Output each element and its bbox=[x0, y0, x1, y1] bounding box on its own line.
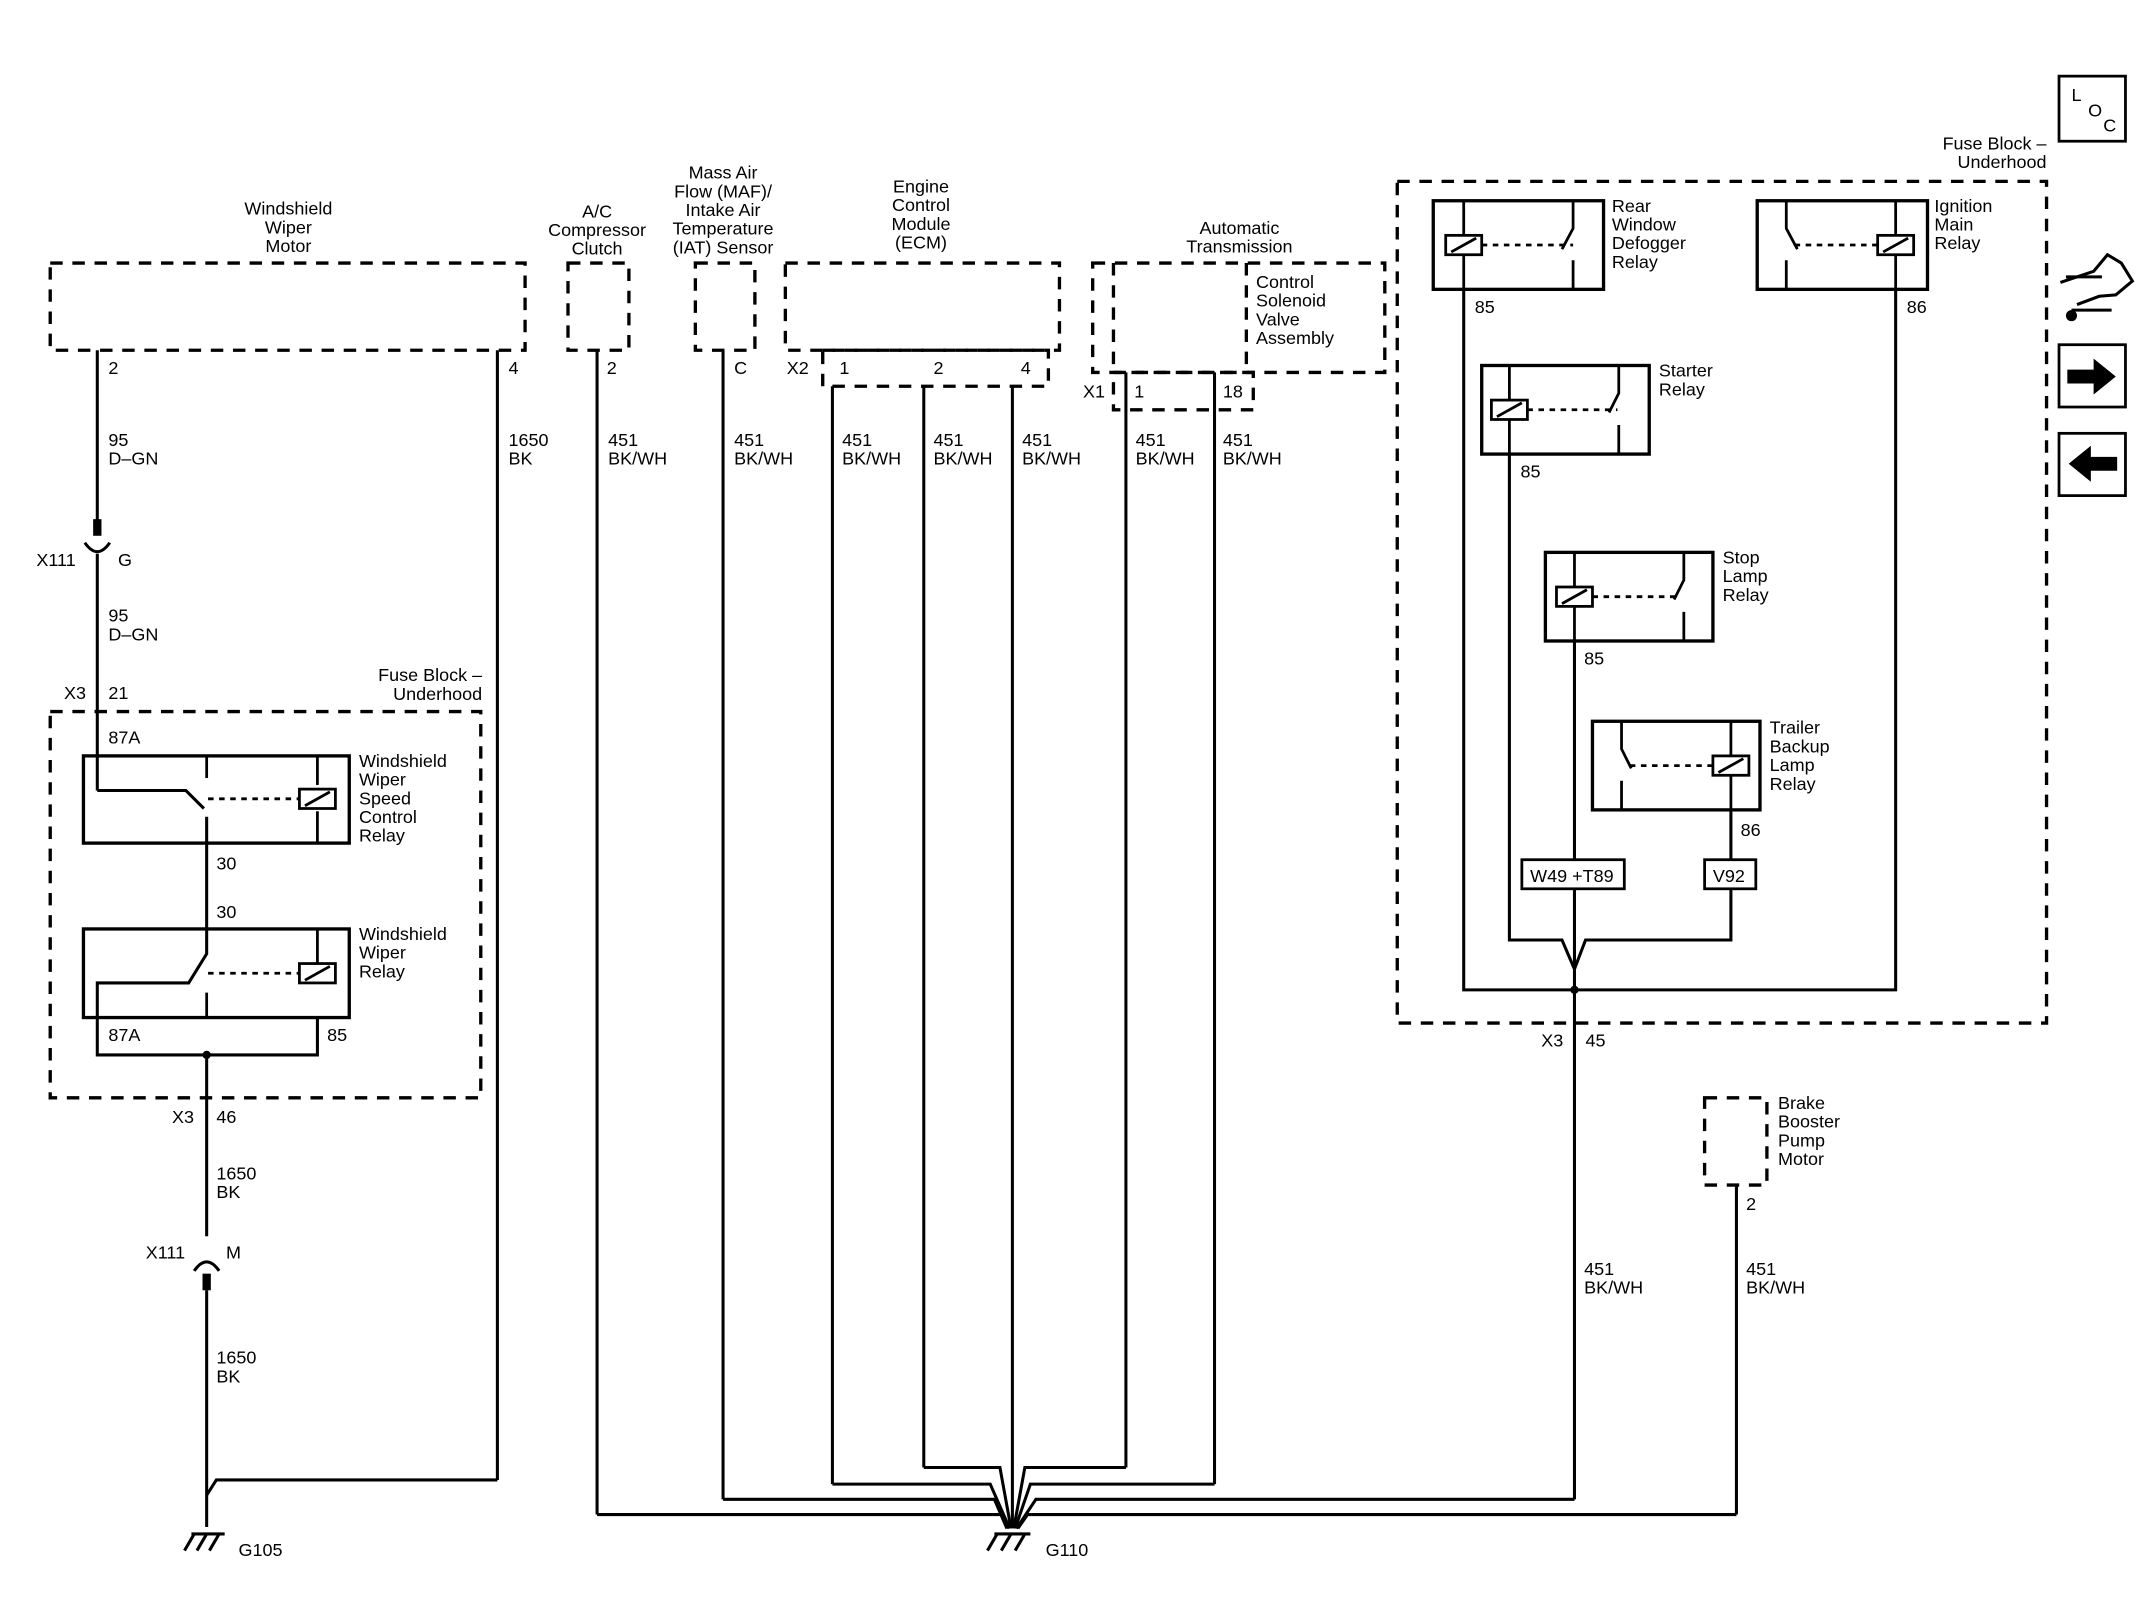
pin-label: 2 bbox=[933, 358, 943, 378]
pin-label: 21 bbox=[108, 683, 128, 703]
connector-label: X3 bbox=[1541, 1031, 1563, 1051]
pin-label: 85 bbox=[327, 1025, 347, 1045]
ground-symbol bbox=[986, 1532, 1031, 1552]
pin-label: 1 bbox=[1134, 381, 1144, 401]
ground-symbol bbox=[183, 1532, 225, 1552]
connector-label: X111 bbox=[36, 550, 75, 570]
brake-booster-box bbox=[1702, 1096, 1769, 1187]
pin-label: 30 bbox=[216, 902, 236, 922]
ground-label: G105 bbox=[239, 1540, 283, 1560]
fuse-block-right-box bbox=[1395, 179, 2049, 1025]
fuse-block-right-label: Fuse Block –Underhood bbox=[1943, 134, 2047, 173]
pin-label: 45 bbox=[1586, 1031, 1606, 1051]
w49-option-label: W49 +T89 bbox=[1530, 866, 1613, 886]
pin-label: 87A bbox=[108, 1025, 140, 1045]
pin-label: 1 bbox=[839, 358, 849, 378]
stop-lamp-relay bbox=[1543, 550, 1715, 643]
fuse-block-left-label: Fuse Block –Underhood bbox=[378, 665, 482, 704]
trailer-relay bbox=[1590, 719, 1762, 812]
pin-label: 2 bbox=[1746, 1194, 1756, 1214]
pin-label: 85 bbox=[1520, 462, 1540, 482]
pin-label: 86 bbox=[1741, 820, 1761, 840]
next-page-button[interactable] bbox=[2057, 343, 2127, 409]
connector-pin-label: G bbox=[118, 550, 132, 570]
pin-label: C bbox=[734, 358, 747, 378]
ecm-box bbox=[783, 261, 1062, 352]
arrow-left-icon bbox=[2068, 445, 2118, 482]
pin-label: 46 bbox=[216, 1107, 236, 1127]
auto-trans-box bbox=[1091, 261, 1387, 375]
pin-label: 86 bbox=[1907, 297, 1927, 317]
rear-defog-relay bbox=[1431, 199, 1606, 292]
pin-label: 85 bbox=[1475, 297, 1495, 317]
pin-label: 2 bbox=[108, 358, 118, 378]
wiper-relay bbox=[81, 927, 351, 1020]
fuse-block-left-box bbox=[48, 709, 483, 1100]
location-button[interactable]: L O C bbox=[2057, 74, 2127, 143]
ac-clutch-box bbox=[566, 261, 631, 352]
ignition-relay bbox=[1755, 199, 1930, 292]
pin-label: 87A bbox=[108, 727, 140, 747]
connector-label: X3 bbox=[172, 1107, 194, 1127]
connector-pin-label: M bbox=[226, 1242, 241, 1262]
trans-x1-connector bbox=[1111, 370, 1255, 412]
connector-view-icon[interactable] bbox=[2059, 252, 2135, 322]
pin-label: 2 bbox=[607, 358, 617, 378]
connector-label: X2 bbox=[787, 358, 809, 378]
connector-label: X3 bbox=[64, 683, 86, 703]
v92-option-label: V92 bbox=[1713, 866, 1745, 886]
ground-label: G110 bbox=[1046, 1540, 1089, 1560]
pin-label: 85 bbox=[1584, 649, 1604, 669]
ecm-x2-connector bbox=[821, 348, 1051, 388]
arrow-right-icon bbox=[2067, 358, 2116, 395]
connector-label: X1 bbox=[1083, 381, 1105, 401]
starter-relay bbox=[1480, 363, 1651, 456]
pin-label: 4 bbox=[1021, 358, 1031, 378]
connector-label: X111 bbox=[146, 1242, 185, 1262]
previous-page-button[interactable] bbox=[2057, 431, 2127, 498]
wiper-speed-relay bbox=[81, 754, 351, 845]
loc-o-text: O bbox=[2088, 100, 2102, 120]
pin-label: 18 bbox=[1223, 381, 1243, 401]
pin-label: 4 bbox=[508, 358, 518, 378]
loc-l-text: L bbox=[2071, 85, 2081, 105]
maf-sensor-box bbox=[693, 261, 757, 352]
pin-label: 30 bbox=[216, 853, 236, 873]
loc-c-text: C bbox=[2103, 116, 2116, 136]
wiper-motor-box bbox=[48, 261, 527, 352]
